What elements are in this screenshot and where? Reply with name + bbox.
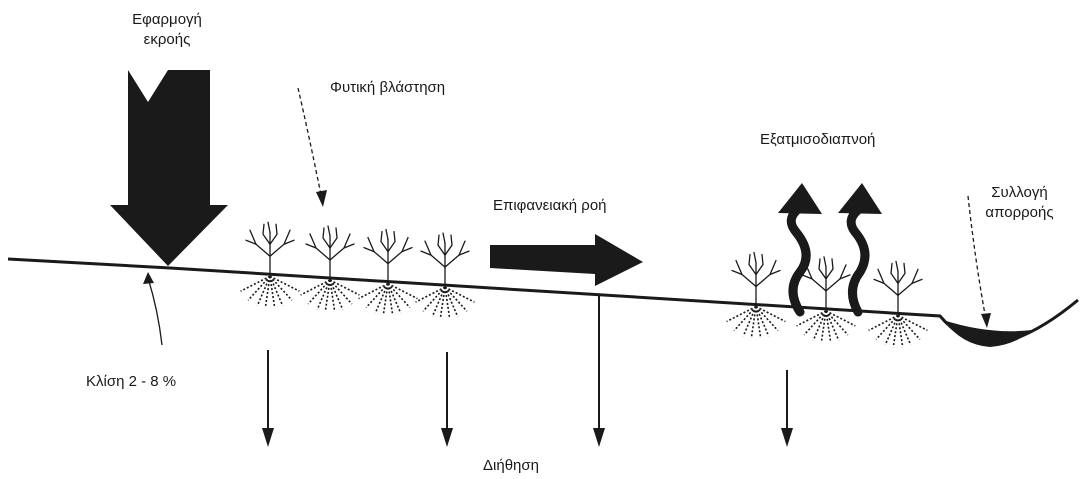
plant bbox=[301, 226, 360, 312]
effluent-application-arrow bbox=[110, 70, 228, 266]
surface-flow-label: Επιφανειακή ροή bbox=[493, 196, 607, 216]
evapotranspiration-arrows bbox=[778, 183, 882, 312]
infiltration-arrows bbox=[262, 296, 793, 447]
vegetation-label: Φυτική βλάστηση bbox=[330, 78, 445, 98]
effluent-application-label: Εφαρμογή εκροής bbox=[112, 10, 222, 50]
slope-leader-head bbox=[143, 272, 154, 284]
plant bbox=[241, 222, 300, 308]
infiltration-label: Διήθηση bbox=[483, 456, 539, 476]
evapotranspiration-label: Εξατμισοδιαπνοή bbox=[760, 130, 875, 150]
collection-leader-head bbox=[981, 313, 991, 328]
vegetation-plants bbox=[241, 222, 928, 347]
slope-label: Κλίση 2 - 8 % bbox=[86, 372, 176, 392]
surface-flow-arrow bbox=[490, 234, 643, 286]
plant bbox=[416, 233, 475, 319]
infiltration-arrow-1-head bbox=[262, 428, 274, 447]
plant bbox=[727, 253, 786, 339]
evapotranspiration-arrowhead-1 bbox=[778, 183, 822, 214]
plant bbox=[359, 230, 418, 316]
infiltration-arrow-2-head bbox=[441, 428, 453, 447]
vegetation-leader bbox=[298, 88, 322, 200]
plant bbox=[869, 261, 928, 347]
infiltration-arrow-4-head bbox=[781, 428, 793, 447]
evapotranspiration-arrow-1 bbox=[791, 210, 806, 312]
infiltration-arrow-3-head bbox=[593, 428, 605, 447]
runoff-collection-label: Συλλογή απορροής bbox=[962, 183, 1077, 223]
evapotranspiration-arrowhead-2 bbox=[838, 183, 882, 214]
evapotranspiration-arrow-2 bbox=[851, 210, 865, 312]
vegetation-leader-head bbox=[316, 190, 327, 207]
slope-leader bbox=[148, 278, 162, 345]
